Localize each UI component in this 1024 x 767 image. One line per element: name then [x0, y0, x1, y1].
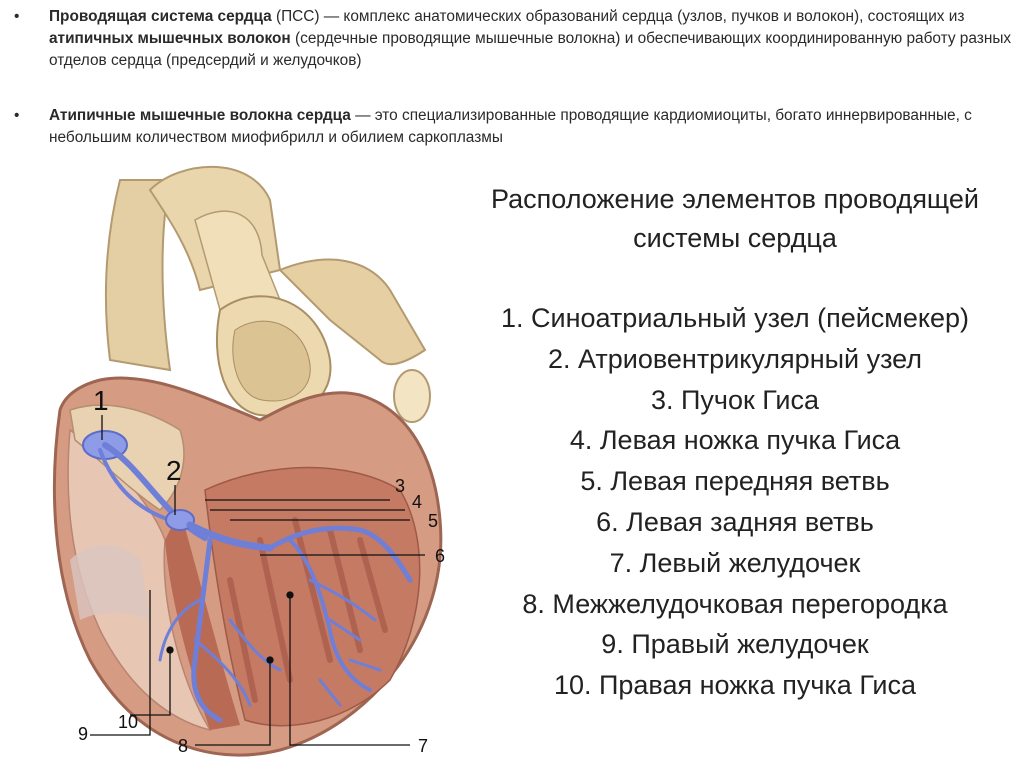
dot-10: [167, 647, 173, 653]
dot-7: [287, 592, 293, 598]
term-atypical-fibers: атипичных мышечных волокон: [49, 30, 291, 47]
label-3: 3: [395, 476, 405, 496]
bullet-marker: •: [14, 6, 19, 28]
legend-item: 9. Правый желудочек: [470, 624, 1000, 665]
bullet-text: Атипичные мышечные волокна сердца — это …: [49, 105, 1014, 149]
legend-item: 10. Правая ножка пучка Гиса: [470, 665, 1000, 706]
legend-item: 4. Левая ножка пучка Гиса: [470, 420, 1000, 461]
label-4: 4: [412, 492, 422, 512]
bullet-text: Проводящая система сердца (ПСС) — компле…: [49, 6, 1014, 72]
legend-item: 2. Атриовентрикулярный узел: [470, 339, 1000, 380]
definition-part-1: (ПСС) — комплекс анатомических образован…: [272, 8, 965, 25]
legend-item: 6. Левая задняя ветвь: [470, 502, 1000, 543]
bullet-atypical-fibers: • Атипичные мышечные волокна сердца — эт…: [14, 105, 1014, 149]
term-atypical-fibers-heart: Атипичные мышечные волокна сердца: [49, 107, 351, 124]
legend-item: 5. Левая передняя ветвь: [470, 461, 1000, 502]
term-conduction-system: Проводящая система сердца: [49, 8, 272, 25]
superior-vena-cava: [106, 180, 170, 370]
legend-panel: Расположение элементов проводящей систем…: [470, 180, 1000, 706]
label-10: 10: [118, 712, 138, 732]
vessel-opening: [394, 370, 430, 422]
label-7: 7: [418, 736, 428, 756]
label-2: 2: [166, 455, 182, 486]
legend-list: 1. Синоатриальный узел (пейсмекер) 2. Ат…: [470, 298, 1000, 706]
legend-item: 7. Левый желудочек: [470, 543, 1000, 584]
label-5: 5: [428, 511, 438, 531]
dot-8: [267, 657, 273, 663]
legend-item: 8. Межжелудочковая перегородка: [470, 584, 1000, 625]
bullet-conduction-system: • Проводящая система сердца (ПСС) — комп…: [14, 6, 1014, 72]
heart-conduction-illustration: 1 2 3 4 5 6 7 8 9 10: [30, 160, 470, 767]
legend-title: Расположение элементов проводящей систем…: [470, 180, 1000, 258]
legend-item: 1. Синоатриальный узел (пейсмекер): [470, 298, 1000, 339]
label-6: 6: [435, 546, 445, 566]
label-1: 1: [93, 385, 109, 416]
label-8: 8: [178, 736, 188, 756]
legend-item: 3. Пучок Гиса: [470, 380, 1000, 421]
bullet-marker: •: [14, 105, 19, 127]
label-9: 9: [78, 724, 88, 744]
